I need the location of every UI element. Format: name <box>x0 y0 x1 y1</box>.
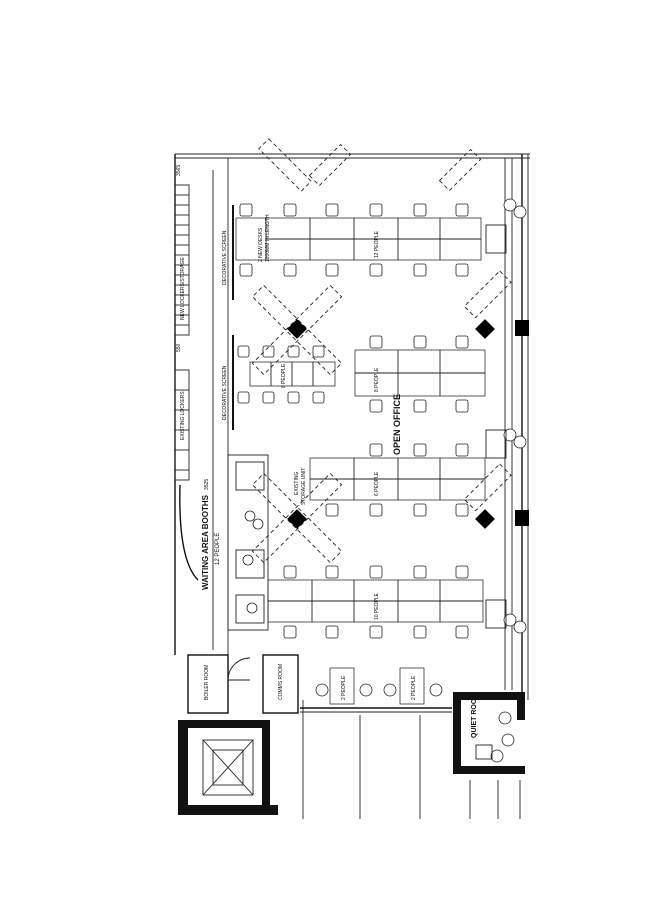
desk-cluster-10 <box>267 565 484 639</box>
cluster-labels: 12 PEOPLE 8 PEOPLE 8 PEOPLE 6 PEOPLE 10 … <box>281 230 417 700</box>
dimension-1: 3565 <box>176 165 182 176</box>
room-labels: OPEN OFFICE WAITING AREA BOOTHS 12 PEOPL… <box>201 394 478 738</box>
new-desks-label: 2 NEW DESKS <box>258 227 264 262</box>
desk-cluster-12 <box>235 203 482 277</box>
window-chairs <box>485 198 527 634</box>
waiting-area-label: WAITING AREA BOOTHS <box>201 494 210 590</box>
open-office-label: OPEN OFFICE <box>392 394 402 455</box>
annotation-labels: DECORATIVE SCREEN DECORATIVE SCREEN 2 NE… <box>180 214 307 505</box>
cluster-6-label: 6 PEOPLE <box>374 471 380 496</box>
boiler-room-label: BOILER ROOM <box>204 665 210 700</box>
service-core <box>178 654 521 819</box>
comms-room-label: COMMS ROOM <box>278 664 284 700</box>
waiting-booths <box>227 454 269 631</box>
dimension-3: 3525 <box>204 479 210 490</box>
quiet-room-label: QUIET ROOM <box>471 693 478 738</box>
waiting-capacity-label: 12 PEOPLE <box>215 533 221 565</box>
dimension-2: 550 <box>176 343 182 352</box>
two-person-pods <box>315 667 443 705</box>
pod-2a-label: 2 PEOPLE <box>341 675 347 700</box>
desk-cluster-8 <box>354 335 486 413</box>
cluster-12-label: 12 PEOPLE <box>374 230 380 258</box>
dashed-swing-desks <box>251 138 512 564</box>
decorative-screen-label-2: DECORATIVE SCREEN <box>222 365 228 420</box>
cluster-10-label: 10 PEOPLE <box>374 592 380 620</box>
storage-strip <box>174 184 199 581</box>
existing-lockers-label: EXISTING LOCKERS <box>180 391 186 440</box>
cluster-8-label: 8 PEOPLE <box>374 367 380 392</box>
pod-2b-label: 2 PEOPLE <box>411 675 417 700</box>
dimension-labels: 3565 550 3525 <box>176 165 210 490</box>
existing-storage-label: EXISTING <box>294 472 300 495</box>
cluster-8-screen-label: 8 PEOPLE <box>281 363 287 388</box>
decorative-screen-label-1: DECORATIVE SCREEN <box>222 230 228 285</box>
existing-storage-label-2: STORAGE UNIT <box>301 468 307 505</box>
quiet-room <box>453 692 525 774</box>
desk-cluster-6 <box>309 443 486 517</box>
structural-columns <box>287 319 529 529</box>
new-desks-size-label: 1200MM IN LENGTH <box>265 214 271 262</box>
new-lockers-label: NEW LOCKERS/STORAGE <box>180 257 186 320</box>
desk-cluster-8-screen <box>237 345 336 404</box>
